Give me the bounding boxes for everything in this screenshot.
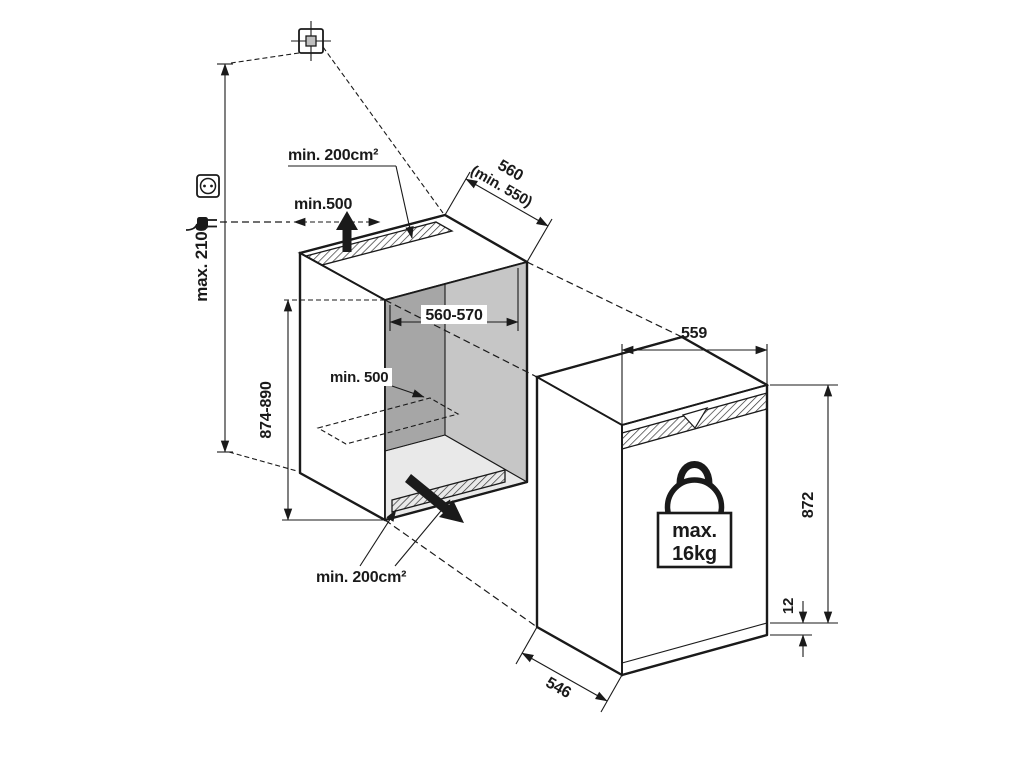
dim-vent-top: min. 200cm² <box>288 147 414 239</box>
label-appliance-height: 872 <box>800 492 817 518</box>
niche-front-top-edge <box>299 252 386 301</box>
dim-appliance-height: 872 <box>770 384 838 624</box>
dim-vent-bottom: min. 200cm² <box>316 499 451 586</box>
dim-niche-height: 874-890 <box>258 299 385 521</box>
label-bg-floor-depth <box>326 368 392 386</box>
label-appliance-depth: 546 <box>543 674 574 702</box>
socket-pin-left <box>203 184 206 188</box>
anchor-guide-left <box>230 52 300 64</box>
dim-floor-depth: min. 500 <box>326 368 425 398</box>
dim-line-appliance-depth <box>521 652 608 702</box>
appliance-side-face <box>536 375 623 677</box>
weight-label-box <box>656 511 733 569</box>
dim-base-gap: 12 <box>770 598 812 657</box>
plug-body <box>197 217 208 229</box>
bottom-vent-hatch <box>391 469 506 513</box>
appliance-vent-notch <box>681 406 709 429</box>
appliance-silhouette <box>535 335 769 677</box>
socket-pin-right <box>210 184 213 188</box>
ext-app-depth-left <box>515 626 538 665</box>
dim-niche-width: 560-570 <box>389 268 519 331</box>
guide-line-top-right <box>526 261 683 338</box>
label-vent-top: min. 200cm² <box>288 147 378 164</box>
label-niche-height: 874-890 <box>258 381 275 439</box>
weight-kettlebell-icon: max. 16kg <box>656 461 733 569</box>
dim-appliance-depth: 546 <box>515 626 623 713</box>
label-max-height: max. 2100 <box>192 222 211 302</box>
plug-cable <box>185 223 198 231</box>
label-appliance-width: 559 <box>681 325 707 342</box>
anchor-guide-right <box>322 46 444 214</box>
floor-clearance-outline <box>316 397 460 445</box>
power-socket-icon <box>196 174 220 198</box>
dim-max-height: max. 2100 <box>192 63 298 472</box>
label-clearance-above: min.500 <box>294 196 352 213</box>
guide-line-bottom <box>384 519 538 628</box>
leader-vent-bottom-2 <box>394 499 451 567</box>
leader-vent-bottom-1 <box>359 509 397 567</box>
label-bg-niche-width <box>421 305 487 324</box>
insertion-guide-lines <box>220 221 683 628</box>
power-plug-icon <box>185 217 217 231</box>
anchor-center <box>305 35 317 47</box>
niche-floor-edge-left <box>384 434 446 452</box>
wall-anchor-icon <box>230 21 444 214</box>
top-vent-hatch <box>304 221 454 266</box>
weight-max-label: max. <box>672 520 717 542</box>
dim-appliance-width: 559 <box>621 325 768 425</box>
leader-vent-top <box>395 165 414 239</box>
label-niche-width: 560-570 <box>425 307 483 324</box>
kettlebell-handle <box>676 461 713 488</box>
anchor-plate <box>298 28 324 54</box>
niche-floor-edge-right <box>444 434 528 483</box>
guide-line-top-left <box>384 299 538 378</box>
dim-line-niche-depth <box>465 178 549 227</box>
weight-value-label: 16kg <box>672 543 717 565</box>
label-floor-depth: min. 500 <box>330 369 388 386</box>
appliance-drawing: max. 16kg <box>534 335 770 677</box>
appliance-base-line <box>621 622 768 664</box>
label-vent-bottom: min. 200cm² <box>316 569 406 586</box>
socket-well <box>199 177 217 195</box>
ext-depth-left <box>444 171 471 216</box>
dim-clearance-above: min.500 <box>293 196 381 227</box>
ext-app-depth-right <box>600 674 623 713</box>
ext-depth-right <box>526 218 553 263</box>
dim-ext-floor <box>228 451 298 472</box>
appliance-door-face <box>621 383 768 677</box>
niche-drawing <box>297 213 530 522</box>
leader-floor-depth <box>391 385 425 398</box>
label-base-gap: 12 <box>780 598 797 614</box>
